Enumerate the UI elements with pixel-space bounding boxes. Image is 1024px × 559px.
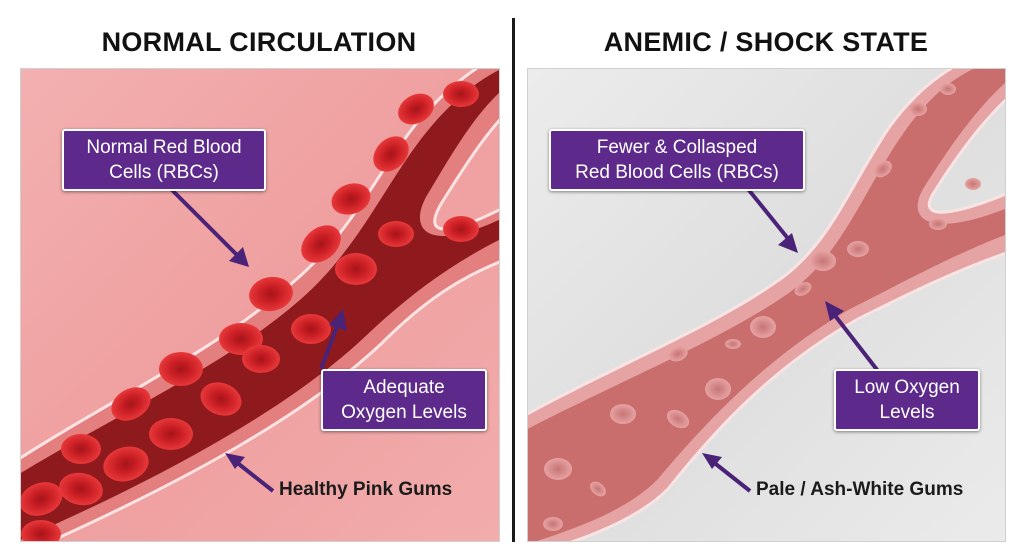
pale-ash-white-gums-label: Pale / Ash-White Gums — [756, 479, 963, 501]
callout-line: Low Oxygen — [844, 375, 970, 400]
low-oxygen-callout: Low Oxygen Levels — [834, 369, 980, 431]
callout-line: Levels — [844, 400, 970, 425]
fewer-collapsed-rbc-callout: Fewer & Collasped Red Blood Cells (RBCs) — [549, 129, 805, 191]
callout-line: Fewer & Collasped — [559, 135, 795, 160]
panel-divider — [512, 18, 515, 542]
adequate-oxygen-callout: Adequate Oxygen Levels — [321, 369, 487, 431]
callout-line: Oxygen Levels — [331, 400, 477, 425]
normal-circulation-heading: NORMAL CIRCULATION — [20, 22, 498, 62]
healthy-pink-gums-label: Healthy Pink Gums — [279, 479, 452, 501]
callout-line: Cells (RBCs) — [72, 160, 256, 185]
callout-line: Adequate — [331, 375, 477, 400]
callout-line: Red Blood Cells (RBCs) — [559, 160, 795, 185]
normal-circulation-panel: Normal Red Blood Cells (RBCs) Adequate O… — [20, 68, 500, 542]
callout-line: Normal Red Blood — [72, 135, 256, 160]
normal-rbc-callout: Normal Red Blood Cells (RBCs) — [62, 129, 266, 191]
anemic-shock-heading: ANEMIC / SHOCK STATE — [528, 22, 1004, 62]
anemic-shock-panel: Fewer & Collasped Red Blood Cells (RBCs)… — [527, 68, 1006, 542]
